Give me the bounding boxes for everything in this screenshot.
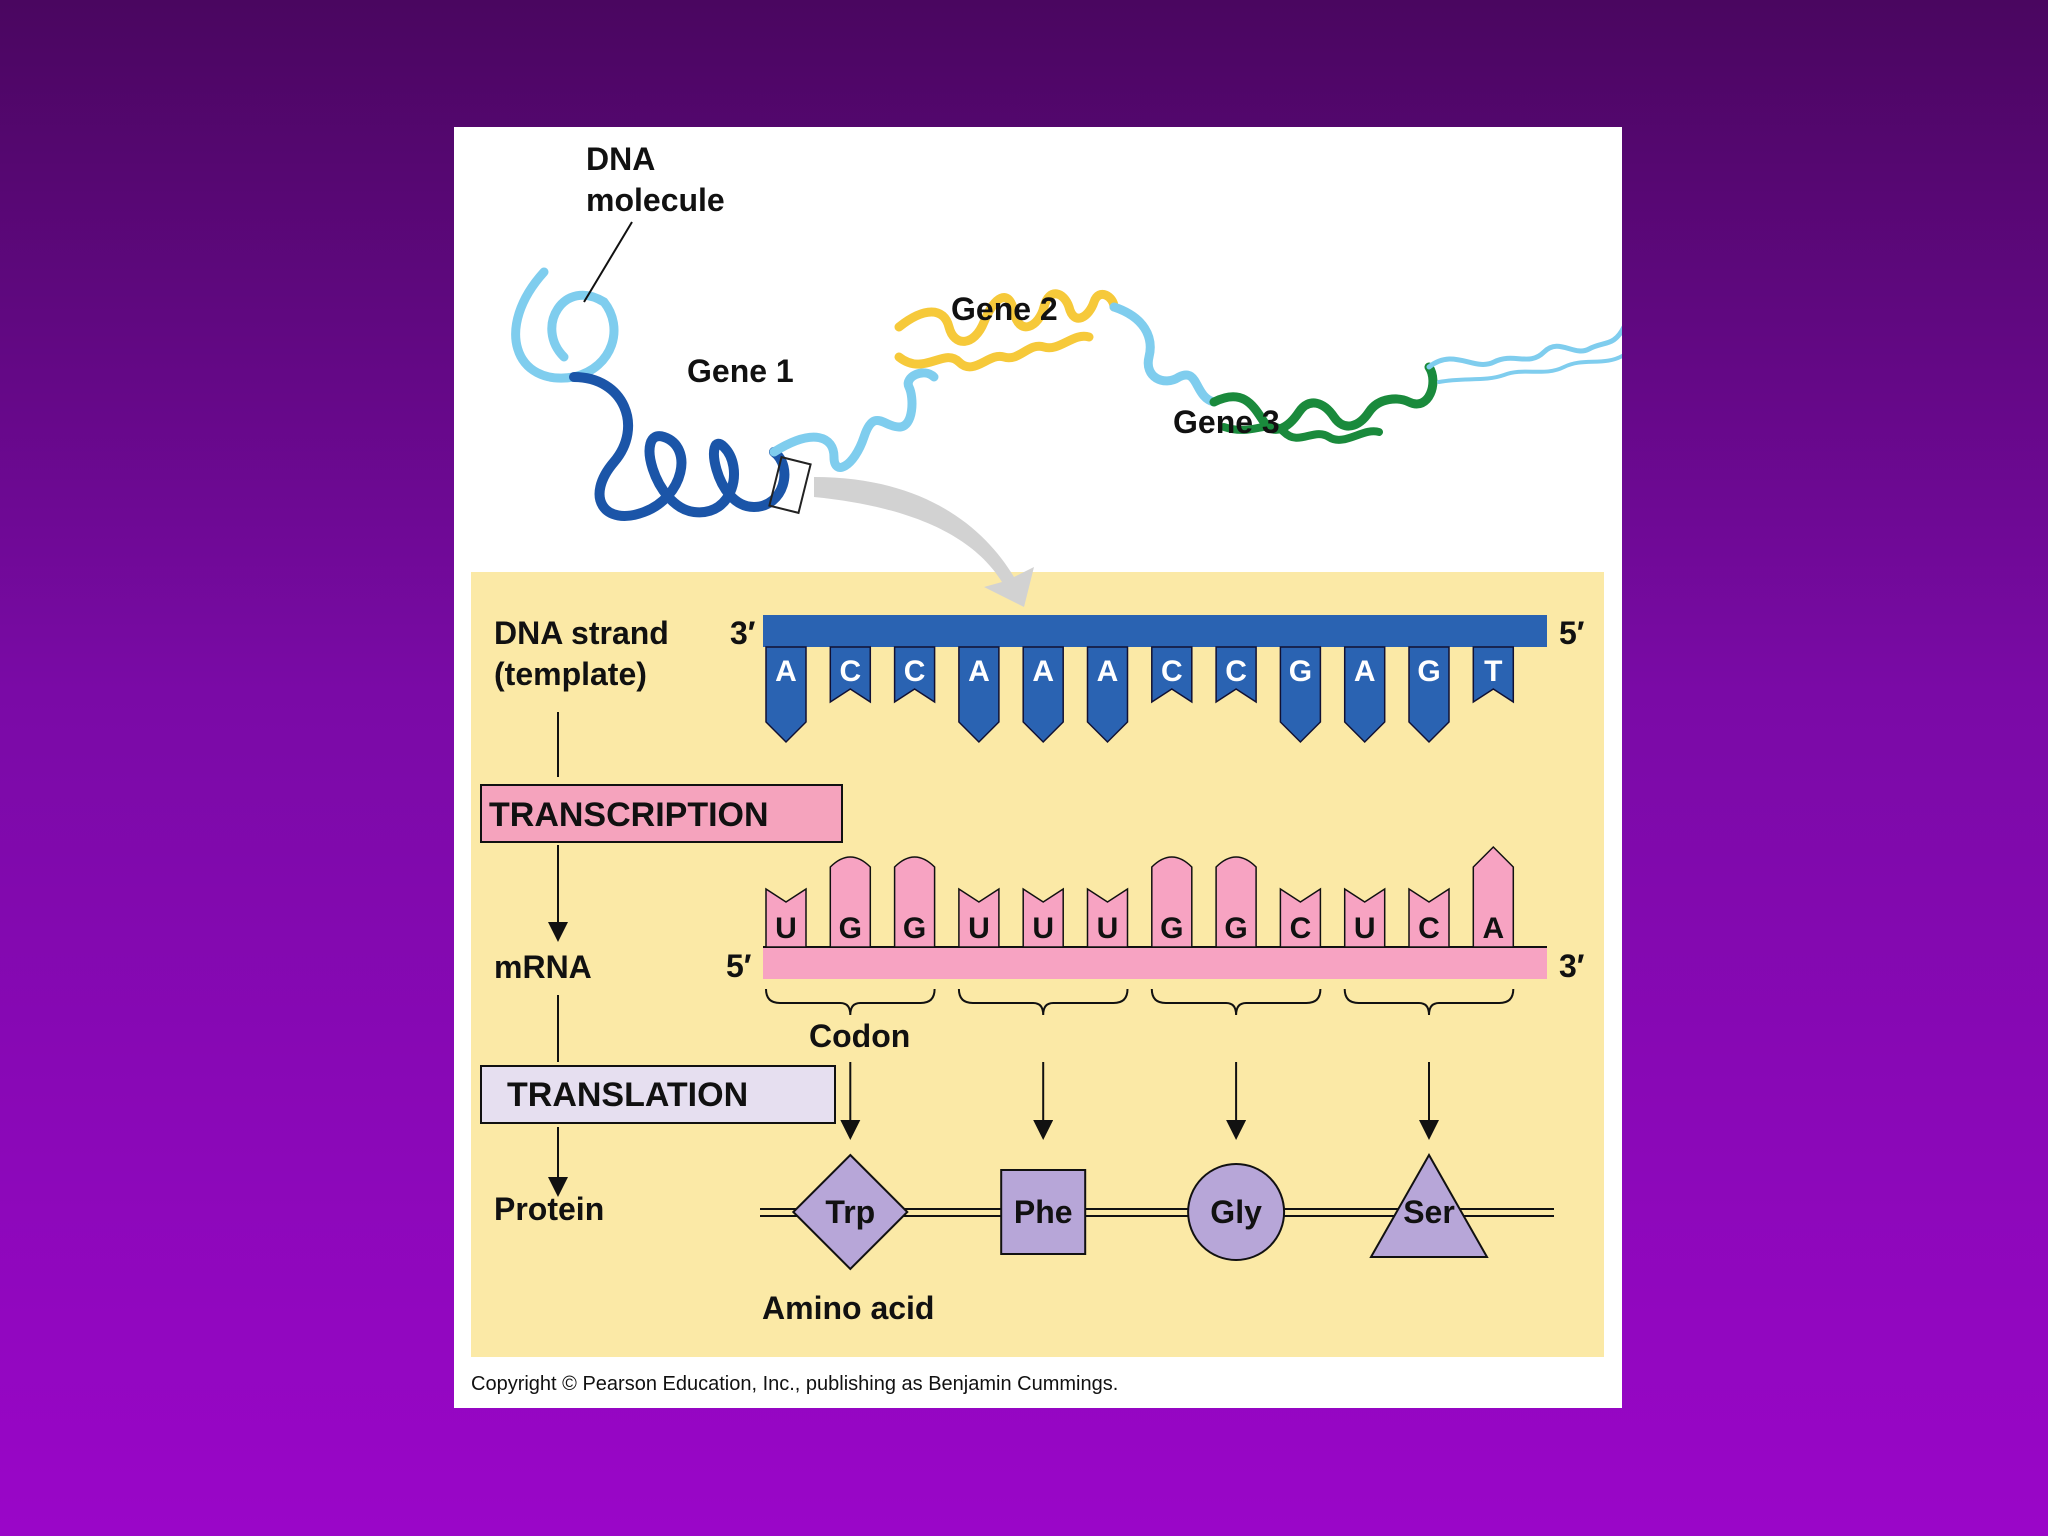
amino-acid-shape-ser [1369, 1152, 1489, 1258]
amino-acid-trp: Trp [825, 1194, 875, 1230]
template-base-letter-0: A [775, 655, 797, 688]
template-3prime: 3′ [730, 615, 756, 651]
template-base-9 [1343, 646, 1386, 744]
template-base-4 [1022, 646, 1064, 744]
gene2-label: Gene 2 [951, 291, 1058, 327]
template-base-5 [1086, 646, 1129, 744]
mrna-base-letter-6: G [1160, 912, 1183, 945]
template-base-letter-3: A [968, 655, 990, 688]
translation-box [480, 1065, 836, 1124]
codon-brace-1 [957, 988, 1129, 1016]
mrna-3prime: 3′ [1559, 948, 1585, 984]
template-base-letter-9: A [1354, 655, 1376, 688]
mrna-base-10 [1408, 887, 1450, 948]
mrna-base-letter-5: U [1097, 912, 1119, 945]
template-base-8 [1279, 646, 1322, 744]
transcription-label: TRANSCRIPTION [489, 796, 769, 834]
mrna-label: mRNA [494, 949, 592, 985]
mrna-base-0 [765, 887, 807, 948]
mrna-base-1 [829, 856, 872, 948]
figure-card: DNA molecule Gene 1 Gene 2 Gene 3 DNA st… [454, 127, 1622, 1408]
dna-molecule-label-line2: molecule [586, 182, 725, 218]
zoom-arrow [814, 477, 1034, 607]
zoom-box [768, 455, 812, 515]
amino-acids: Trp Phe Gly Ser [791, 1152, 1489, 1271]
protein-label: Protein [494, 1191, 604, 1227]
template-base-letter-1: C [839, 655, 861, 688]
diagram-svg: DNA molecule Gene 1 Gene 2 Gene 3 DNA st… [480, 141, 1622, 1326]
mrna-base-letter-1: G [839, 912, 862, 945]
codon-braces [765, 988, 1515, 1016]
amino-acid-shape-trp [791, 1153, 909, 1271]
mrna-base-letter-3: U [968, 912, 990, 945]
mrna-base-4 [1022, 887, 1064, 948]
codon-arrows [840, 1062, 1439, 1140]
amino-acid-gly: Gly [1210, 1194, 1262, 1230]
mrna-base-7 [1215, 856, 1257, 948]
mrna-base-letter-8: C [1290, 912, 1312, 945]
codon-brace-3 [1343, 988, 1515, 1016]
mrna-base-letter-7: G [1224, 912, 1247, 945]
codon-brace-2 [1150, 988, 1322, 1016]
transcription-box [480, 784, 843, 843]
mrna-backbone [763, 947, 1547, 979]
mrna-base-letter-0: U [775, 912, 797, 945]
mrna-5prime: 5′ [726, 948, 752, 984]
dna-molecule [511, 267, 1622, 521]
codon-label: Codon [809, 1018, 910, 1054]
template-base-letter-6: C [1161, 655, 1183, 688]
translation-label: TRANSLATION [507, 1076, 748, 1114]
gene3-label: Gene 3 [1173, 404, 1280, 440]
mrna-base-letter-10: C [1418, 912, 1440, 945]
template-base-letter-8: G [1289, 655, 1312, 688]
template-label: (template) [494, 656, 647, 692]
amino-acid-label: Amino acid [762, 1290, 934, 1326]
copyright-text: Copyright © Pearson Education, Inc., pub… [471, 1373, 1119, 1395]
template-base-letter-4: A [1032, 655, 1054, 688]
template-base-6 [1151, 646, 1193, 704]
mrna-base-5 [1086, 887, 1129, 948]
mrna-base-2 [893, 856, 936, 948]
template-base-1 [829, 646, 872, 704]
template-base-letter-5: A [1097, 655, 1119, 688]
mrna-base-letter-4: U [1032, 912, 1054, 945]
mrna-base-letter-2: G [903, 912, 926, 945]
gene1-label: Gene 1 [687, 353, 794, 389]
mrna-base-3 [958, 887, 1000, 948]
template-base-7 [1215, 646, 1257, 704]
mrna-base-9 [1343, 887, 1386, 948]
mrna-base-8 [1279, 887, 1322, 948]
template-base-11 [1472, 646, 1515, 704]
template-5prime: 5′ [1559, 615, 1585, 651]
template-base-letter-7: C [1225, 655, 1247, 688]
amino-acid-shape-phe [1000, 1169, 1087, 1255]
dna-leader-line [583, 221, 633, 303]
gene3-segment [1209, 362, 1438, 434]
amino-acid-ser: Ser [1403, 1194, 1455, 1230]
template-base-3 [958, 646, 1000, 744]
mrna-base-letter-11: A [1482, 912, 1504, 945]
gene1-segment [569, 372, 790, 521]
mrna-base-6 [1151, 856, 1193, 948]
template-backbone [763, 615, 1547, 647]
template-base-0 [765, 646, 807, 744]
amino-acid-phe: Phe [1014, 1194, 1073, 1230]
template-base-letter-10: G [1417, 655, 1440, 688]
template-base-10 [1408, 646, 1450, 744]
mrna-base-11 [1472, 845, 1515, 948]
gene2-segment [894, 289, 1119, 346]
mrna-base-letter-9: U [1354, 912, 1376, 945]
template-base-letter-11: T [1484, 655, 1502, 688]
amino-acid-shape-gly [1187, 1163, 1286, 1261]
dna-molecule-label-line1: DNA [586, 141, 655, 177]
codon-brace-0 [765, 988, 936, 1016]
dna-strand-label: DNA strand [494, 615, 669, 651]
template-base-letter-2: C [904, 655, 926, 688]
template-base-2 [893, 646, 936, 704]
